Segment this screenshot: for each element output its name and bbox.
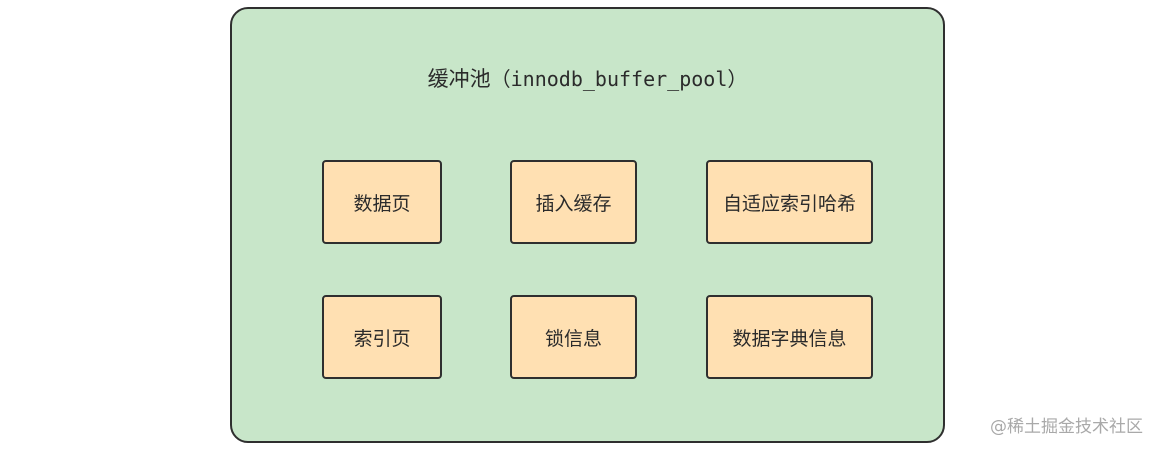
buffer-pool-title-en: （innodb_buffer_pool）	[490, 67, 748, 91]
box-data-page: 数据页	[322, 160, 442, 244]
buffer-pool-title: 缓冲池（innodb_buffer_pool）	[232, 63, 943, 93]
box-data-dictionary: 数据字典信息	[706, 295, 873, 379]
box-adaptive-hash-index: 自适应索引哈希	[706, 160, 873, 244]
buffer-pool-title-cn: 缓冲池	[427, 67, 491, 91]
watermark: @稀土掘金技术社区	[990, 417, 1143, 437]
box-insert-buffer: 插入缓存	[510, 160, 637, 244]
box-index-page: 索引页	[322, 295, 442, 379]
box-lock-info: 锁信息	[510, 295, 637, 379]
